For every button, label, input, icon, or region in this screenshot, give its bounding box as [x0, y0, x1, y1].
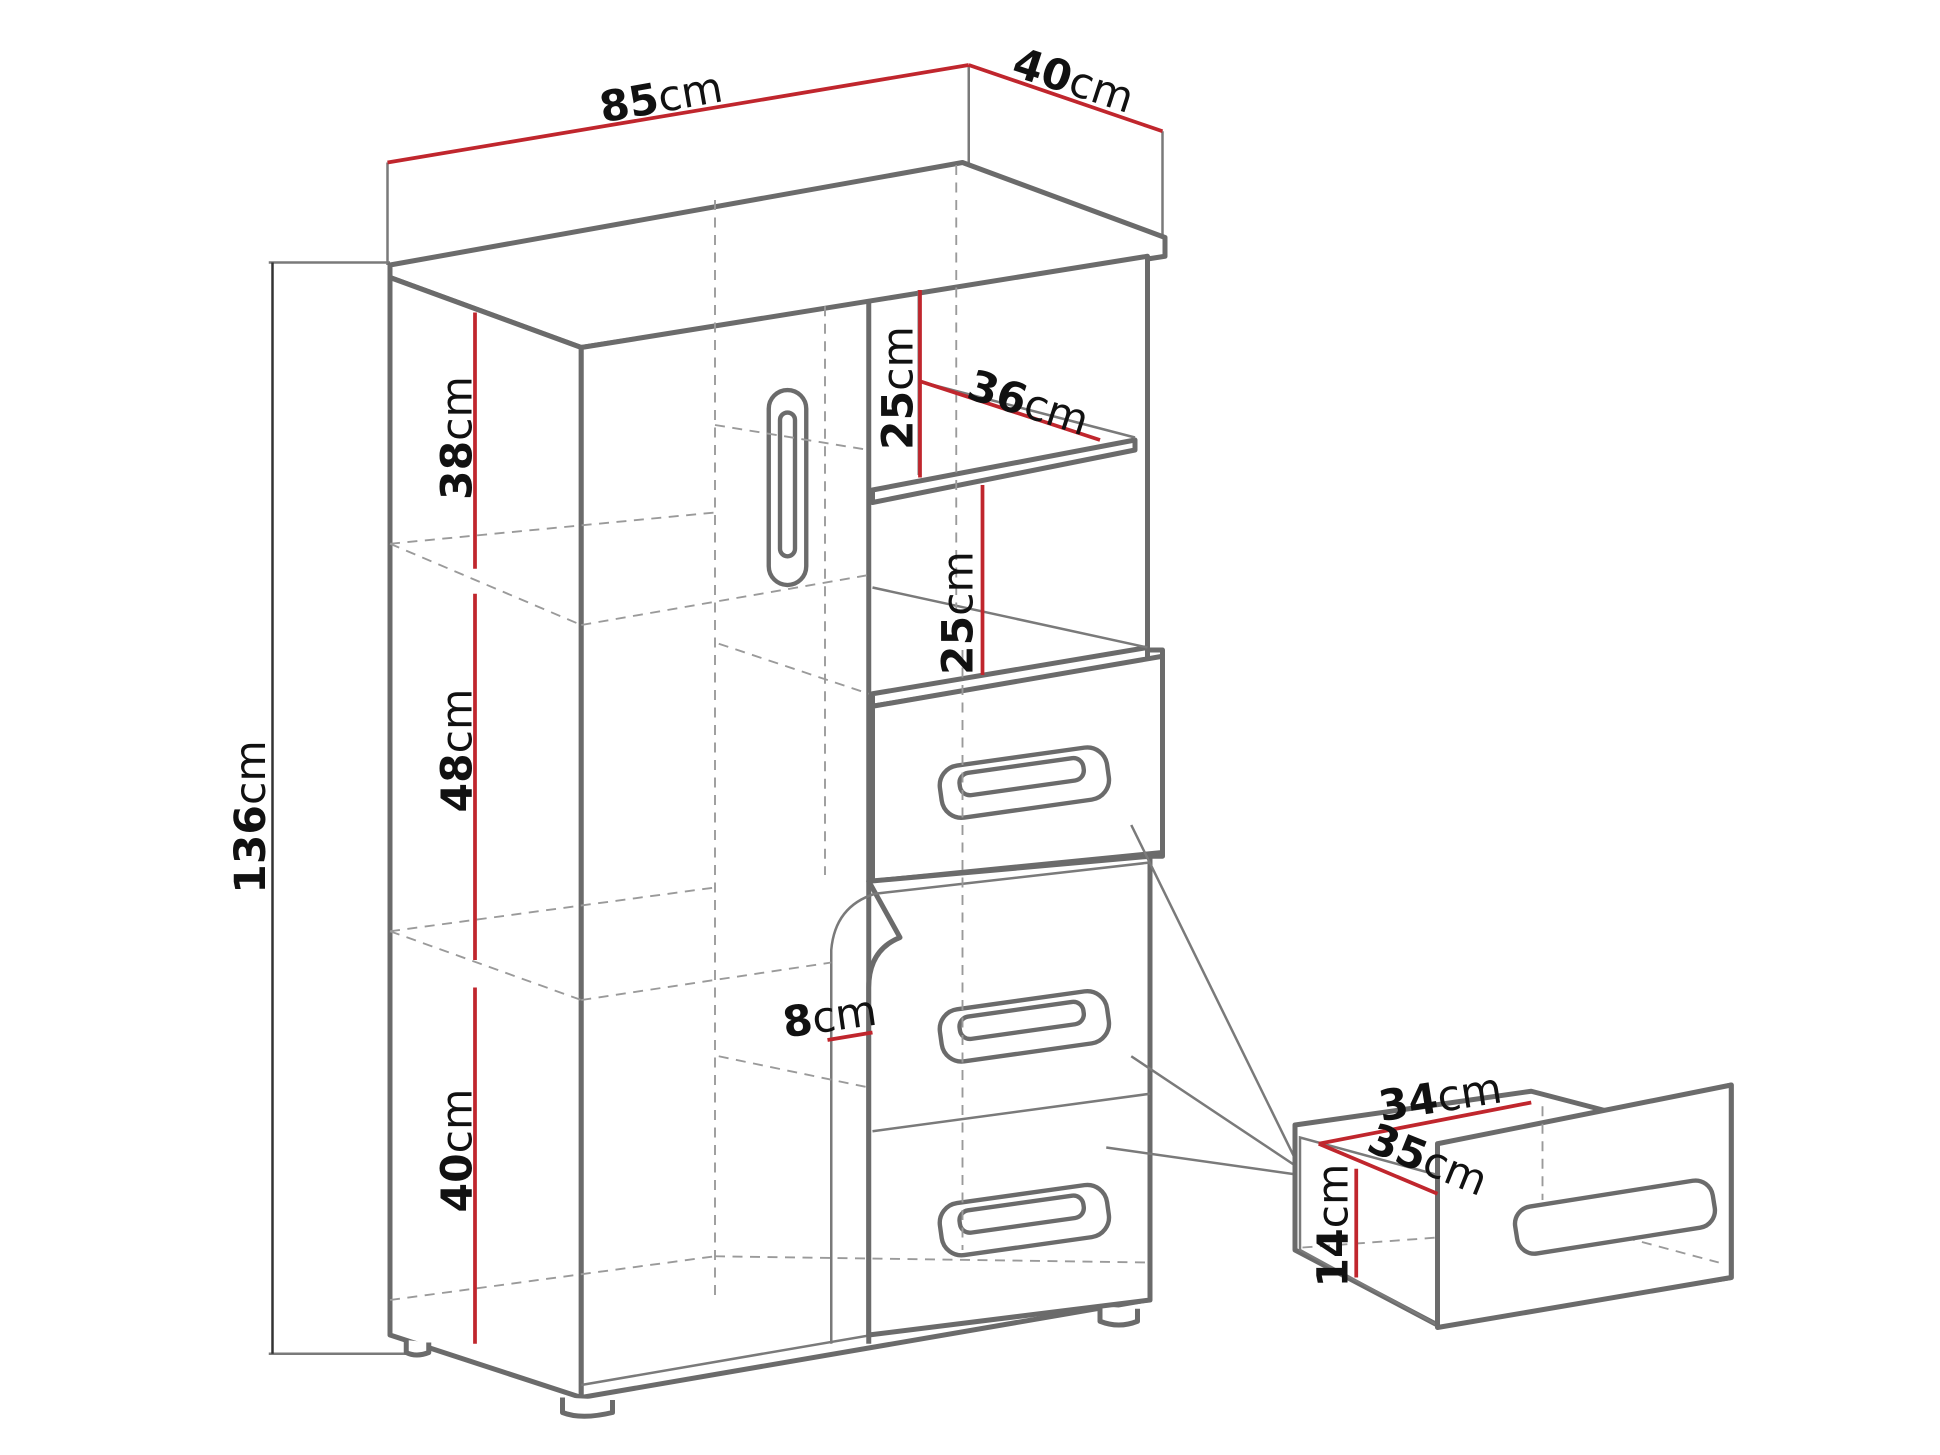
label-compartment-bottom: 40cm [433, 1089, 482, 1213]
label-compartment-middle: 48cm [433, 689, 482, 813]
label-drawer-height: 14cm [1310, 1164, 1359, 1288]
dimension-lines [271, 63, 1532, 1354]
cabinet [387, 160, 1168, 1419]
hidden-lines [389, 165, 1148, 1301]
label-side-panel: 8cm [780, 987, 880, 1049]
label-shelf-upper-height: 25cm [875, 326, 924, 450]
dimension-labels: 85cm 40cm 136cm 38cm 48cm 40cm 25cm 36cm… [227, 39, 1505, 1288]
label-compartment-top: 38cm [433, 376, 482, 500]
extension-lines [268, 65, 1164, 1355]
label-height: 136cm [227, 740, 276, 894]
label-drawer-width: 34cm [1375, 1064, 1505, 1132]
foot [560, 1397, 615, 1419]
drawer-detail [1292, 1082, 1734, 1330]
label-depth: 40cm [1007, 39, 1140, 124]
foot [403, 1340, 432, 1358]
foot [1097, 1306, 1140, 1328]
drawer-detail-handle [1512, 1178, 1718, 1256]
lower-door[interactable] [866, 853, 1153, 1338]
shelf [870, 437, 1138, 505]
cabinet-side [387, 275, 584, 1400]
label-width: 85cm [596, 64, 727, 134]
leader-lines [1106, 824, 1302, 1177]
label-shelf-lower-height: 25cm [935, 551, 984, 675]
